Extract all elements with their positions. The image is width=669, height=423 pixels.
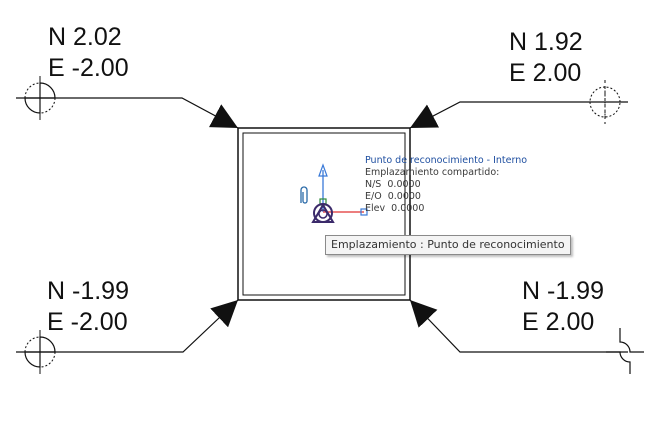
northing-text: N -1.99 (47, 277, 129, 305)
quadrant-target-icon (606, 328, 644, 374)
eo-label: E/O (365, 191, 382, 202)
eo-value: 0.0000 (387, 191, 421, 202)
leader-bottom-right (409, 299, 628, 353)
leader-top-right (409, 101, 628, 129)
coord-label-top-right: N 1.92 E 2.00 (509, 27, 583, 89)
elev-label: Elev (365, 203, 386, 214)
survey-point-info: Punto de reconocimiento - Interno Emplaz… (365, 155, 527, 215)
coord-label-bottom-left: N -1.99 E -2.00 (47, 276, 129, 338)
coord-label-bottom-right: N -1.99 E 2.00 (522, 276, 604, 338)
northing-text: N -1.99 (522, 277, 604, 305)
easting-text: E -2.00 (48, 54, 129, 82)
plan-square[interactable] (237, 127, 411, 301)
survey-point-triangle-icon[interactable] (311, 203, 335, 223)
northing-text: N 2.02 (48, 23, 122, 51)
ns-value: 0.0000 (387, 179, 421, 190)
quadrant-target-icon (24, 76, 56, 120)
survey-point-subtitle: Emplazamiento compartido: (365, 167, 500, 178)
northing-text: N 1.92 (509, 28, 583, 56)
elev-value: 0.0000 (391, 203, 425, 214)
eo-row: E/O 0.0000 (365, 191, 527, 203)
leader-top-left (16, 97, 239, 129)
ns-label: N/S (365, 179, 382, 190)
coord-label-top-left: N 2.02 E -2.00 (48, 22, 129, 84)
paperclip-pin-icon[interactable] (300, 186, 308, 204)
leader-bottom-left (16, 299, 239, 353)
quadrant-target-icon (24, 330, 56, 374)
hover-tooltip: Emplazamiento : Punto de reconocimiento (325, 235, 571, 255)
easting-text: E 2.00 (509, 59, 582, 87)
easting-text: E 2.00 (522, 308, 595, 336)
survey-point-gizmo[interactable] (311, 163, 368, 223)
survey-point-title: Punto de reconocimiento - Interno (365, 155, 528, 166)
elev-row: Elev 0.0000 (365, 203, 527, 215)
ns-row: N/S 0.0000 (365, 179, 527, 191)
quadrant-target-icon (583, 80, 627, 124)
easting-text: E -2.00 (47, 308, 128, 336)
